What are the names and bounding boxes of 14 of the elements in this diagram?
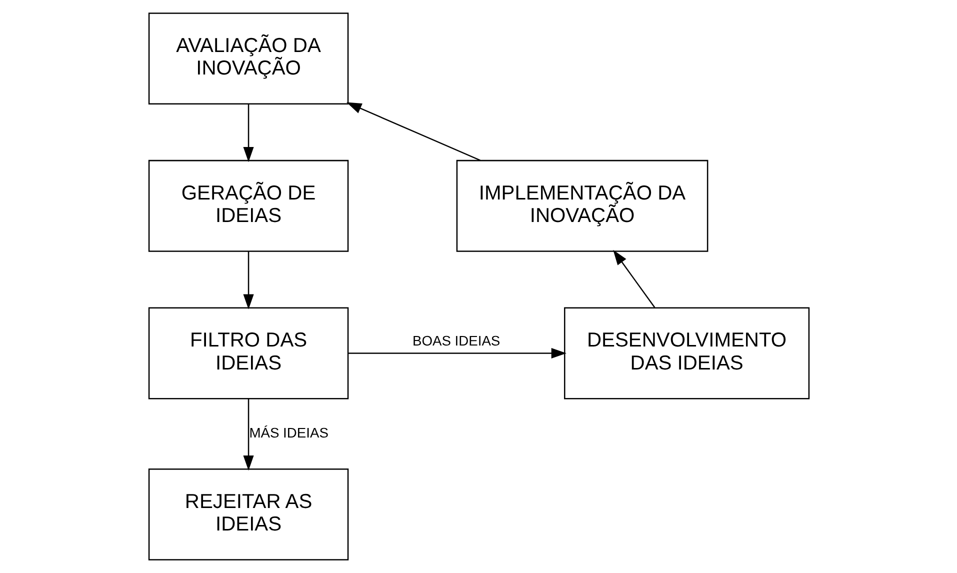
arrow xyxy=(242,398,254,471)
arrow xyxy=(346,102,480,161)
node-box: FILTRO DAS IDEIAS xyxy=(148,307,348,400)
arrow xyxy=(612,250,655,308)
arrow xyxy=(242,251,254,310)
node-box: AVALIAÇÃO DA INOVAÇÃO xyxy=(148,12,348,105)
arrow xyxy=(242,104,254,162)
edge-label: BOAS IDEIAS xyxy=(412,332,500,348)
edge-label: MÁS IDEIAS xyxy=(248,424,328,440)
node-box: GERAÇÃO DE IDEIAS xyxy=(148,160,348,252)
node-box: REJEITAR AS IDEIAS xyxy=(148,468,348,560)
node-box: IMPLEMENTAÇÃO DA INOVAÇÃO xyxy=(456,160,708,252)
node-box: DESENVOLVIMENTO DAS IDEIAS xyxy=(564,307,810,400)
arrow xyxy=(348,348,566,359)
